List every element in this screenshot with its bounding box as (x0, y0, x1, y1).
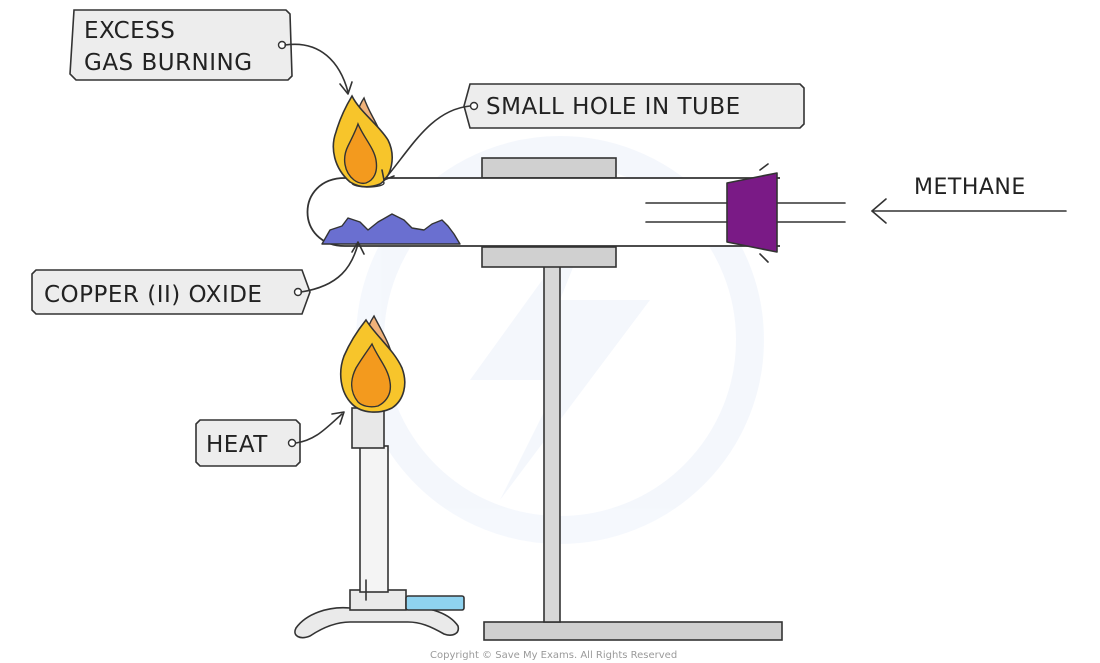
stand-rod (543, 265, 561, 623)
copyright-text: Copyright © Save My Exams. All Rights Re… (430, 650, 677, 661)
tag-copper-oxide: COPPER (II) OXIDE (31, 241, 365, 315)
tag-small-hole: SMALL HOLE IN TUBE (381, 83, 805, 181)
gas-tap (405, 595, 465, 611)
reduction-tube (306, 177, 780, 247)
excess-label-line1: EXCESS (84, 18, 175, 44)
retort-stand (481, 157, 783, 641)
excess-label-line2: GAS BURNING (84, 50, 253, 76)
burner-top (351, 407, 385, 449)
copper-oxide-label: COPPER (II) OXIDE (44, 282, 262, 308)
small-hole-label: SMALL HOLE IN TUBE (486, 94, 741, 120)
clamp-bottom (481, 246, 617, 268)
arrow-left-icon (871, 198, 1067, 224)
heat-label: HEAT (206, 432, 268, 458)
burner-collar (349, 589, 407, 611)
flame-icon (332, 94, 393, 188)
clamp-top (481, 157, 617, 179)
stand-base (483, 621, 783, 641)
stopper-assembly (645, 163, 846, 263)
methane-label: METHANE (914, 175, 1026, 200)
flame-icon (339, 314, 406, 413)
burner-base (294, 606, 460, 639)
burner-barrel (359, 445, 389, 593)
rubber-stopper (726, 172, 778, 253)
tag-excess-gas: EXCESS GAS BURNING (69, 9, 353, 95)
tag-heat: HEAT (195, 411, 345, 467)
copper-oxide-solid (321, 213, 461, 245)
bunsen-burner (294, 407, 465, 639)
